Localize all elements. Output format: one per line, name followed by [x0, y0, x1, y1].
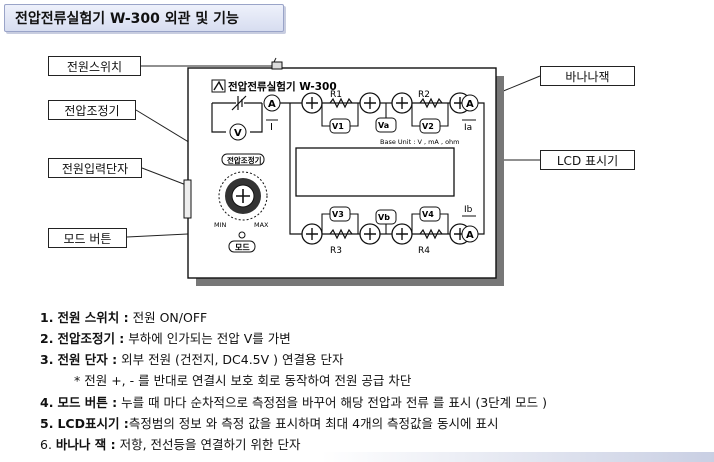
desc-item-1: 1. 전원 스위치 : 전원 ON/OFF — [40, 310, 208, 325]
current-i-label: I — [270, 122, 273, 133]
desc-item-6: 6. 바나나 잭 : 저항, 전선등을 연결하기 위한 단자 — [40, 437, 301, 452]
resistor-r4 — [419, 228, 443, 240]
knob-label: 전압조정기 — [227, 155, 262, 165]
r2-label: R2 — [418, 90, 430, 100]
ib-label: Ib — [464, 205, 473, 215]
svg-text:A: A — [268, 99, 276, 110]
vb-meter: Vb — [375, 209, 397, 225]
desc-item-5: 5. LCD표시기 :측정범의 정보 와 측정 값을 표시하며 최대 4개의 측… — [40, 416, 499, 431]
desc-item-4: 4. 모드 버튼 : 누를 때 마다 순차적으로 측정점을 바꾸어 해당 전압과… — [40, 395, 547, 410]
voltmeter-v: V — [229, 123, 247, 141]
banana-jack-6[interactable] — [359, 223, 381, 245]
power-switch-leader — [141, 57, 277, 67]
svg-text:Vb: Vb — [378, 213, 390, 222]
top-wire — [280, 102, 485, 235]
callout-banana-jack: 바나나잭 — [540, 66, 635, 86]
svg-text:Va: Va — [378, 121, 389, 130]
knob-max-label: MAX — [254, 221, 269, 229]
svg-text:V2: V2 — [422, 122, 434, 131]
svg-text:V1: V1 — [332, 122, 344, 131]
base-unit-label: Base Unit : V , mA , ohm — [380, 138, 460, 146]
banana-jack-5[interactable] — [301, 223, 323, 245]
ammeter-a-bottom: A — [461, 225, 479, 243]
callout-lcd: LCD 표시기 — [540, 150, 635, 170]
resistor-r3 — [329, 228, 353, 240]
page-title: 전압전류실험기 W-300 외관 및 기능 — [4, 4, 284, 32]
knob-label-badge — [221, 153, 265, 166]
bottom-decoration-bar — [0, 452, 714, 462]
power-switch — [271, 61, 283, 70]
mode-button[interactable] — [228, 240, 256, 253]
device-diagram: 전압전류실험기 W-300 V A I R1 R2 R3 R4 — [126, 57, 541, 286]
ammeter-a-top: A — [461, 94, 479, 112]
callout-power-input: 전원입력단자 — [48, 158, 142, 178]
v4-meter: V4 — [419, 206, 441, 222]
mode-indicator — [238, 231, 246, 239]
battery-symbol — [211, 95, 263, 133]
callout-voltage-regulator: 전압조정기 — [48, 100, 136, 120]
banana-jack-2[interactable] — [359, 92, 381, 114]
v3-meter: V3 — [329, 206, 351, 222]
r3-label: R3 — [330, 246, 342, 256]
knob-min-label: MIN — [214, 221, 227, 229]
r1-label: R1 — [330, 90, 342, 100]
desc-item-3: 3. 전원 단자 : 외부 전원 (건전지, DC4.5V ) 연결용 단자 — [40, 352, 344, 367]
va-meter: Va — [375, 117, 397, 133]
knob-center-icon — [236, 189, 250, 203]
logo-mark — [211, 79, 226, 93]
device-logo-text: 전압전류실험기 W-300 — [228, 80, 337, 93]
mode-button-label: 모드 — [235, 243, 250, 252]
banana-jack-7[interactable] — [391, 223, 413, 245]
banana-jack-3[interactable] — [391, 92, 413, 114]
svg-text:A: A — [466, 99, 474, 110]
callout-mode-button: 모드 버튼 — [48, 228, 127, 248]
power-input-jack — [183, 179, 192, 219]
callout-power-switch: 전원스위치 — [48, 56, 141, 76]
banana-jack-1[interactable] — [301, 92, 323, 114]
lcd-display — [295, 147, 455, 197]
svg-text:V: V — [234, 128, 242, 139]
v2-meter: V2 — [419, 118, 441, 134]
svg-text:V3: V3 — [332, 210, 344, 219]
r4-label: R4 — [418, 246, 430, 256]
resistor-r2 — [419, 97, 443, 109]
resistor-r1 — [329, 97, 353, 109]
ia-label: Ia — [464, 123, 472, 133]
ammeter-a-main: A — [263, 94, 281, 112]
v1-meter: V1 — [329, 118, 351, 134]
svg-text:A: A — [466, 230, 474, 241]
svg-text:V4: V4 — [422, 210, 434, 219]
desc-item-3-note: * 전원 +, - 를 반대로 연결시 보호 회로 동작하여 전원 공급 차단 — [74, 373, 412, 388]
desc-item-2: 2. 전압조정기 : 부하에 인가되는 전압 V를 가변 — [40, 331, 291, 346]
